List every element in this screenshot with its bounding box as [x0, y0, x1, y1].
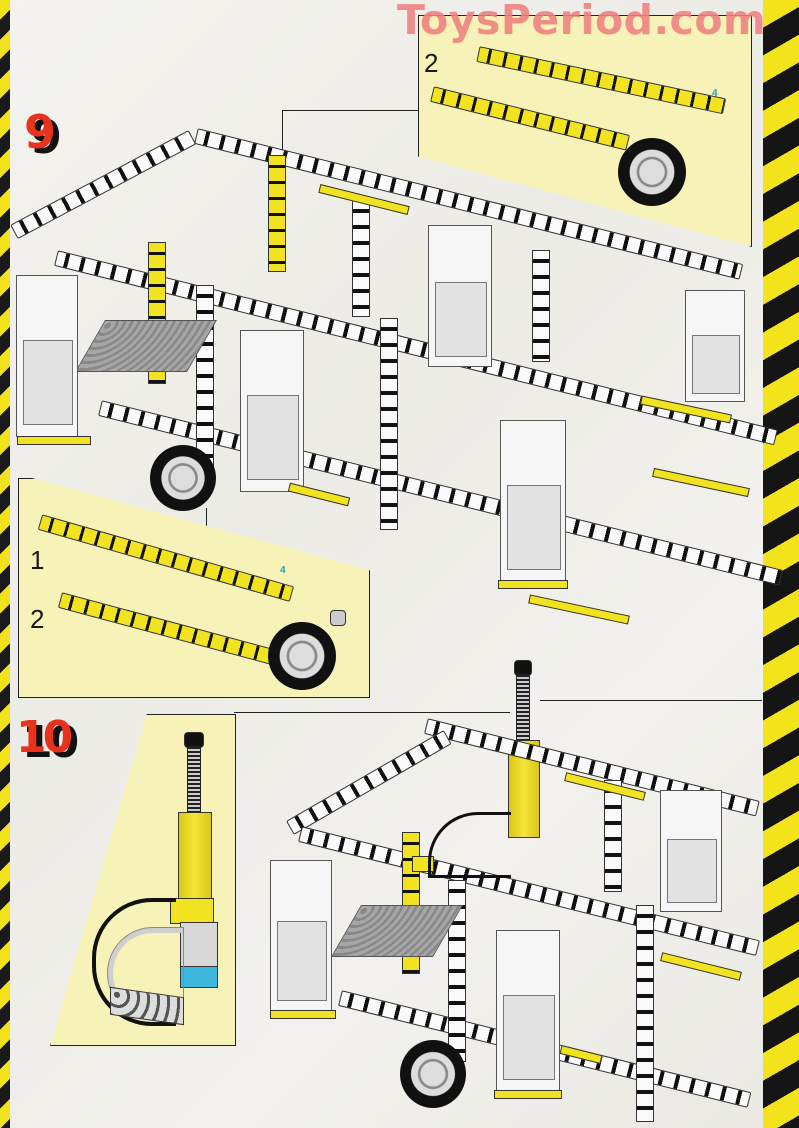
white-post	[196, 285, 214, 472]
yellow-post	[268, 155, 286, 272]
part-count-label: 4	[712, 88, 718, 99]
yellow-plate	[287, 482, 351, 507]
sub-step-label: 1	[30, 545, 45, 575]
hazard-stripe-left	[0, 0, 10, 1128]
part-count-label: 4	[280, 565, 286, 576]
yellow-block	[170, 898, 214, 924]
yellow-plate	[528, 594, 630, 625]
window-panel	[500, 420, 566, 582]
window-panel	[428, 225, 492, 367]
step-number-9: 9	[24, 105, 56, 159]
sub-step-label: 2	[424, 48, 439, 78]
window-panel	[685, 290, 745, 402]
window-panel	[270, 860, 332, 1012]
yellow-plate	[660, 952, 742, 981]
sub-step-label: 2	[30, 604, 45, 634]
white-post	[380, 318, 398, 530]
spring	[187, 746, 201, 814]
bushing	[330, 610, 346, 626]
grey-baseplate	[330, 905, 464, 957]
arrow-line	[234, 712, 510, 713]
yellow-plate	[270, 1010, 336, 1019]
yellow-plate	[494, 1090, 562, 1099]
wheel-icon	[150, 445, 216, 511]
blue-block	[180, 966, 218, 988]
valve-block	[180, 922, 218, 968]
hazard-stripe-right	[763, 0, 799, 1128]
yellow-plate	[17, 436, 91, 445]
arrow-line	[282, 110, 418, 111]
arrow-line	[282, 110, 283, 155]
yellow-plate	[652, 467, 750, 498]
arrow-line	[540, 700, 762, 701]
wheel-icon	[618, 138, 686, 206]
window-panel	[16, 275, 78, 437]
yellow-plate	[498, 580, 568, 589]
white-beam-side	[286, 730, 452, 835]
wheel-icon	[268, 622, 336, 690]
wheel-icon	[400, 1040, 466, 1108]
white-post	[636, 905, 654, 1122]
white-post	[352, 200, 370, 317]
window-panel	[496, 930, 560, 1092]
spring	[516, 674, 530, 744]
white-post	[532, 250, 550, 362]
step-number-10: 10	[16, 712, 73, 763]
window-panel	[660, 790, 722, 912]
pneumatic-cylinder	[178, 812, 212, 902]
black-hose	[428, 812, 511, 878]
window-panel	[240, 330, 304, 492]
watermark: ToysPeriod.com	[397, 0, 767, 44]
white-post	[604, 780, 622, 892]
